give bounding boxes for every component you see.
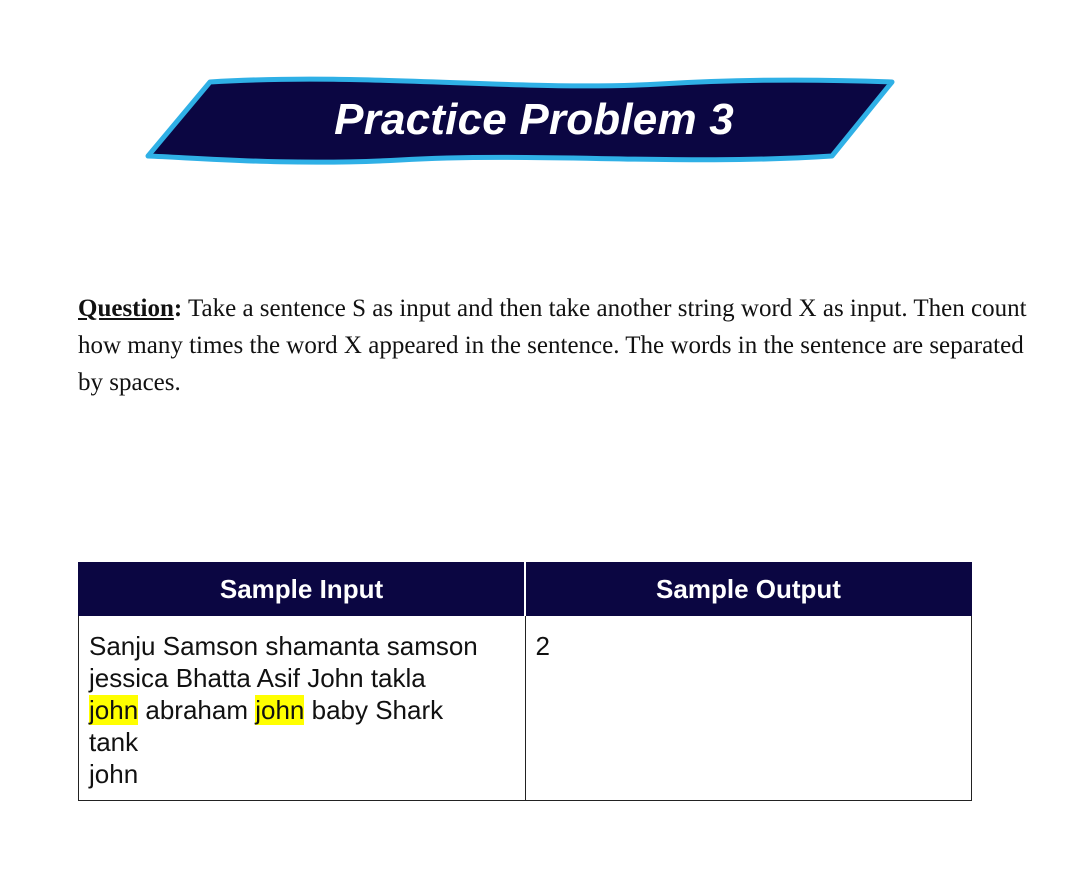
sample-input-cell: Sanju Samson shamanta samson jessica Bha… (78, 615, 526, 801)
title-banner: Practice Problem 3 (140, 70, 900, 170)
sample-table: Sample Input Sample Output Sanju Samson … (78, 562, 972, 801)
question-colon: : (173, 295, 183, 322)
input-line-4: tank (89, 727, 139, 757)
highlighted-word: john (89, 695, 139, 725)
input-line-2: jessica Bhatta Asif John takla (89, 663, 426, 693)
question-text: Take a sentence S as input and then take… (78, 295, 1027, 396)
sample-output-header: Sample Output (524, 562, 972, 616)
question-paragraph: Question: Take a sentence S as input and… (78, 290, 1028, 401)
highlighted-word: john (255, 695, 305, 725)
input-line-3-end: baby Shark (304, 695, 444, 725)
sample-input-header: Sample Input (78, 562, 526, 616)
sample-output-cell: 2 (524, 615, 972, 801)
banner-ribbon-shape (145, 76, 895, 165)
sample-table-row: Sanju Samson shamanta samson jessica Bha… (78, 615, 972, 801)
input-line-3: john abraham john baby Shark (89, 694, 515, 726)
question-label: Question (78, 295, 174, 322)
input-line-3-middle: abraham (138, 695, 256, 725)
page-title: Practice Problem 3 (334, 95, 734, 144)
sample-table-header-row: Sample Input Sample Output (78, 562, 972, 616)
input-line-5: john (89, 759, 139, 789)
input-line-1: Sanju Samson shamanta samson (89, 631, 478, 661)
